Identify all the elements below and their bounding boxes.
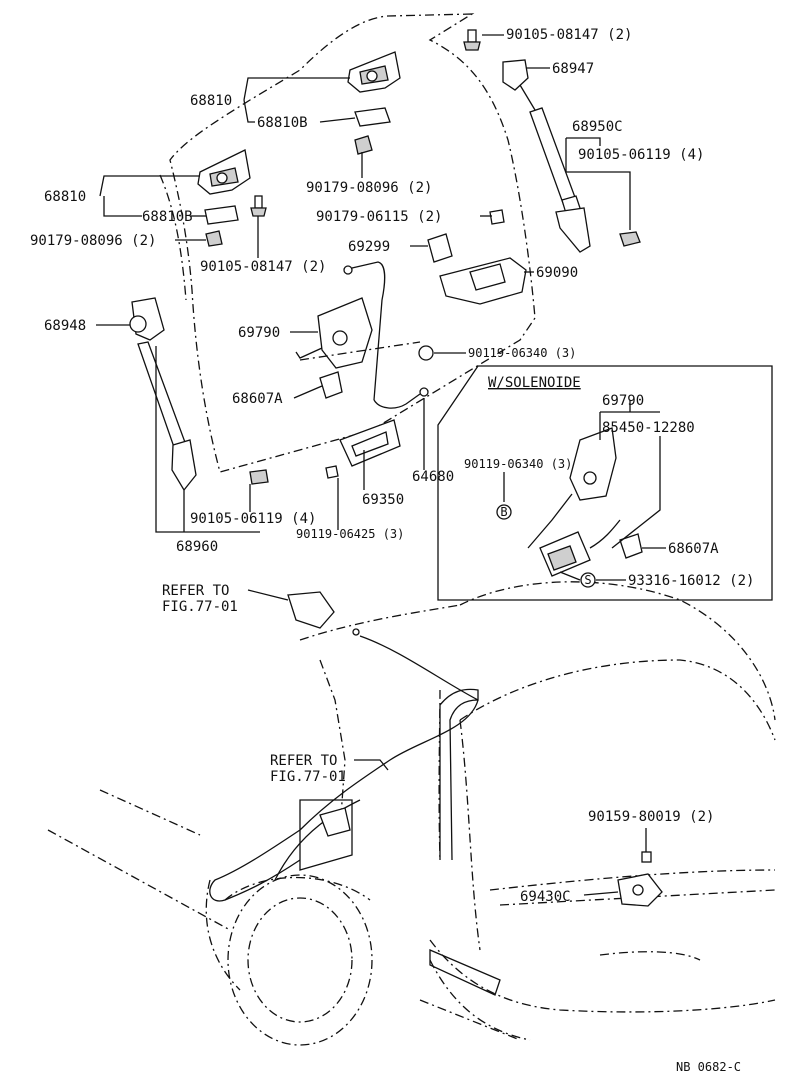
lever-refer-1 [287,591,335,629]
label-refer-fig-1: FIG.77-01 [162,599,238,615]
screw-90159-80019 [641,851,652,863]
label-90179-08096-left: 90179-08096 (2) [30,233,156,249]
opener-cable [209,591,479,902]
inset-label-69790: 69790 [602,393,644,409]
bolt-90105-08147-top [467,29,477,43]
inset-title: W/SOLENOIDE [488,375,581,391]
grommet-69299 [427,233,453,263]
bolt-90105-08147-mid [254,195,263,209]
inset-labels: W/SOLENOIDE 69790 85450-12280 90119-0634… [464,375,754,589]
svg-text:S: S [584,573,591,587]
label-refer-to-1: REFER TO [162,583,229,599]
label-69090: 69090 [536,265,578,281]
label-90105-08147-mid: 90105-08147 (2) [200,259,326,275]
label-69299: 69299 [348,239,390,255]
inset-label-68607a: 68607A [668,541,719,557]
bolt-90105-06119-left [249,469,269,485]
hinge-plate-68810b-b [204,205,239,225]
clip-90119-06425 [325,465,339,479]
marker-s-inset: S [580,572,596,588]
inset-label-85450: 85450-12280 [602,420,695,436]
label-90105-08147-top: 90105-08147 (2) [506,27,632,43]
stay-68960 [129,297,197,492]
label-69790: 69790 [238,325,280,341]
hinge-upper-left [197,149,251,225]
label-90105-06119-left: 90105-06119 (4) [190,511,316,527]
solenoid-inset [437,365,773,601]
label-90179-06115: 90179-06115 (2) [316,209,442,225]
label-68607a: 68607A [232,391,283,407]
label-68810-b: 68810 [44,189,86,205]
label-ref-code: NB 0682-C [676,1060,741,1074]
label-64680: 64680 [412,469,454,485]
label-refer-to-2: REFER TO [270,753,337,769]
label-90159-80019: 90159-80019 (2) [588,809,714,825]
opener-69430c [617,873,663,907]
nut-90179-06115 [489,209,505,225]
cover-68607a [319,371,343,399]
back-door-outline [159,13,536,473]
label-90119-06340: 90119-06340 (3) [468,346,576,360]
leader-lines [96,34,647,896]
nut-90179-08096-mid [354,135,373,155]
label-90119-06425: 90119-06425 (3) [296,527,404,541]
label-90105-06119-right: 90105-06119 (4) [578,147,704,163]
label-68948: 68948 [44,318,86,334]
inset-label-90119-06340: 90119-06340 (3) [464,457,572,471]
inset-label-93316: 93316-16012 (2) [628,573,754,589]
hinge-plate-68810b-a [354,107,391,127]
label-refer-fig-2: FIG.77-01 [270,769,346,785]
rod-and-cable [343,261,429,409]
lock-69090 [427,233,527,305]
bracket-68947 [502,59,529,91]
bolt-90105-06119-right [619,231,641,247]
label-68810b-b: 68810B [142,209,193,225]
label-69350: 69350 [362,492,404,508]
lock-69790 [295,297,373,399]
vehicle-body [47,581,776,1046]
fasteners [205,29,652,863]
label-69430c: 69430C [520,889,571,905]
marker-b-inset: B [496,504,512,520]
handle-69350 [339,419,401,467]
hinge-upper-right [347,51,401,127]
label-68947: 68947 [552,61,594,77]
svg-text:B: B [500,505,507,519]
label-68810b-a: 68810B [257,115,308,131]
nut-90179-08096-left [205,230,223,247]
label-68810-a: 68810 [190,93,232,109]
marker-b-main [418,345,434,361]
inset-frame [437,365,773,601]
stay-68950c [502,59,591,253]
label-90179-08096-mid: 90179-08096 (2) [306,180,432,196]
part-labels: 90105-08147 (2) 68947 68810 68810B 68950… [30,27,741,1074]
label-68960: 68960 [176,539,218,555]
label-68950c: 68950C [572,119,623,135]
